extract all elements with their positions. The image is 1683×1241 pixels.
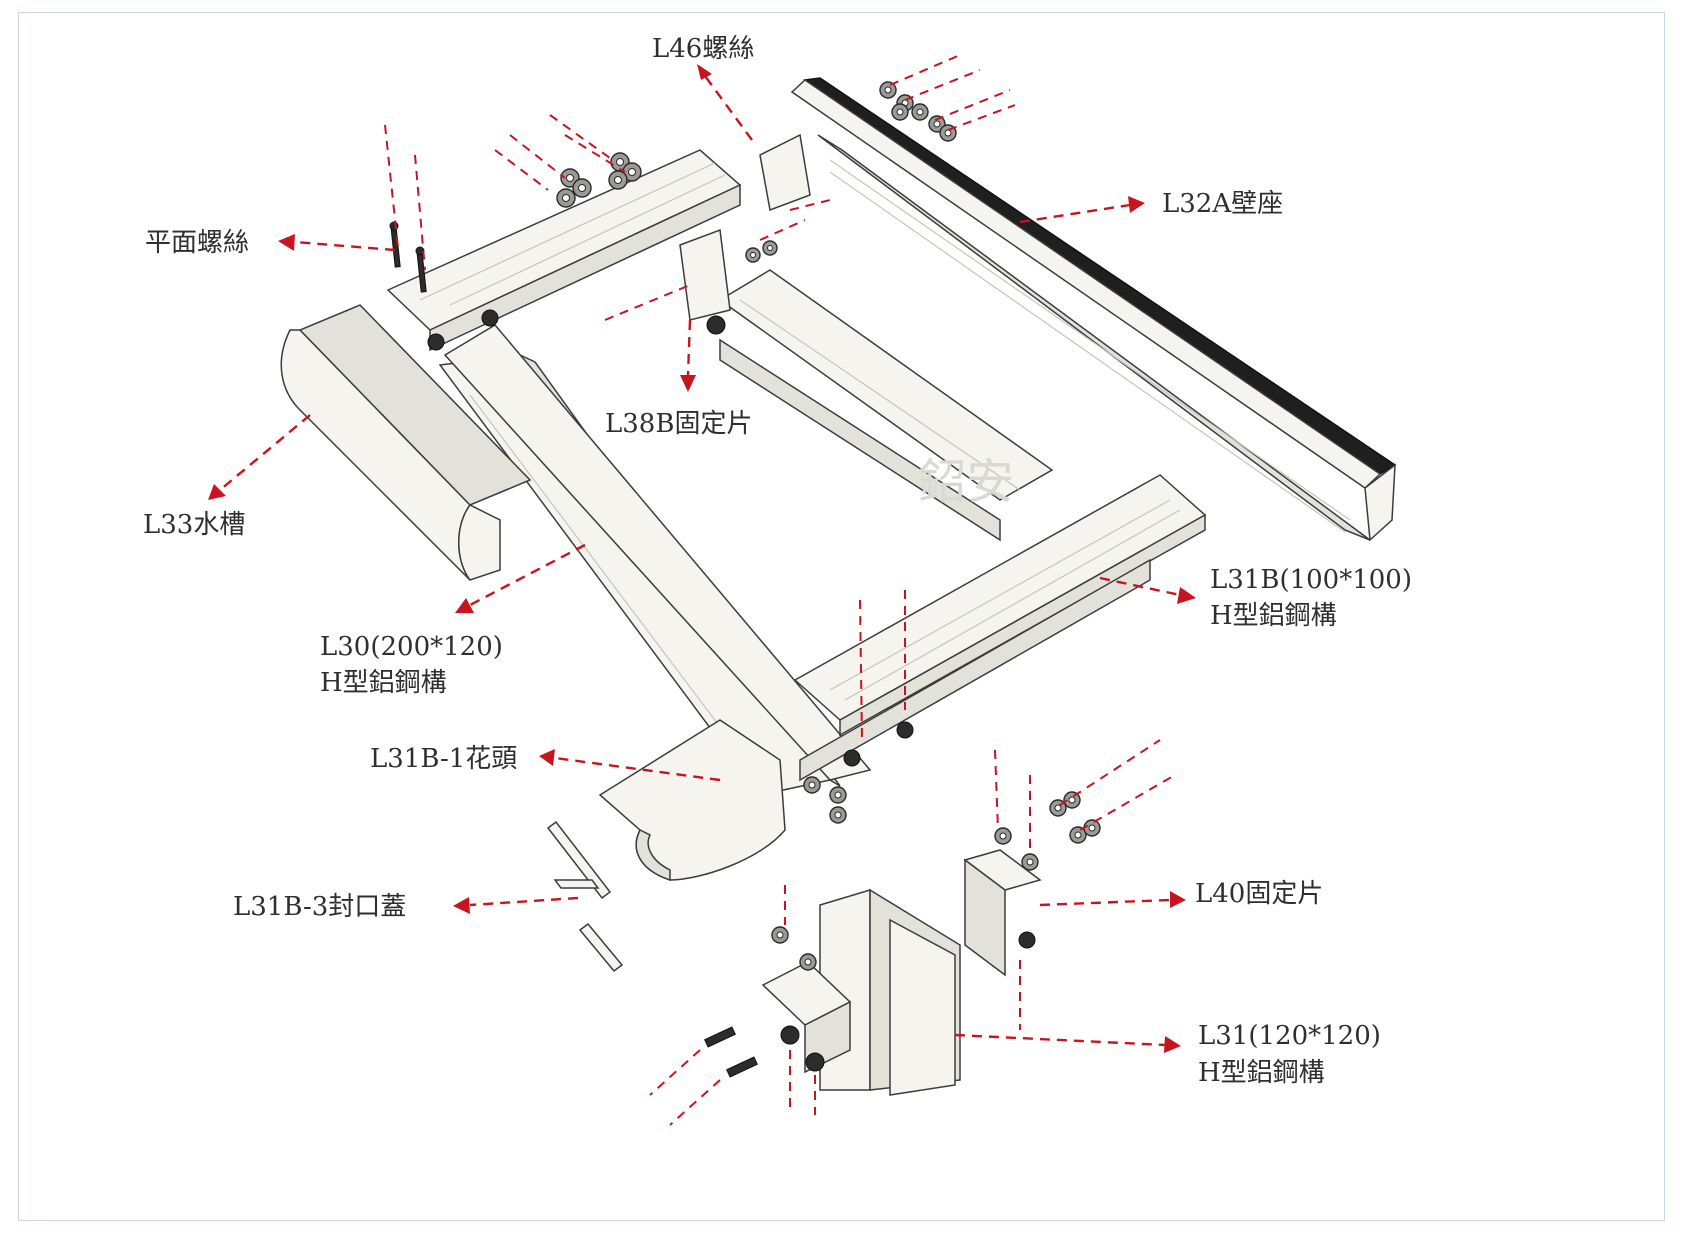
bolt-icon — [726, 1056, 758, 1078]
nut-icon — [1069, 826, 1087, 844]
bolt-icon — [805, 1052, 825, 1072]
bolt-icon — [1018, 931, 1036, 949]
nut-icon — [891, 103, 909, 121]
l31b-back-beam — [386, 149, 742, 352]
nut-icon — [1049, 799, 1067, 817]
bolts-group — [389, 221, 1036, 1078]
diagram-frame — [18, 12, 1665, 1221]
l31-post — [819, 888, 961, 1096]
alignment-lines — [384, 54, 1176, 1126]
nut-icon — [771, 926, 789, 944]
label-l32a-wall-mount: L32A壁座 — [1162, 189, 1283, 219]
nut-icon — [829, 786, 847, 804]
bolt-icon — [843, 749, 861, 767]
nut-icon — [745, 247, 761, 263]
bolt-icon — [896, 721, 914, 739]
l31b-1-flower-head — [598, 719, 786, 882]
nut-icon — [994, 827, 1012, 845]
bolt-icon — [415, 246, 427, 293]
l32a-wall-mount — [790, 77, 1397, 542]
label-l38b-fixing-plate: L38B固定片 — [605, 409, 752, 439]
nut-icon — [572, 178, 592, 198]
label-l31-size: L31(120*120) — [1198, 1021, 1381, 1051]
l31b-front-beam — [793, 474, 1207, 782]
nut-icon — [762, 240, 778, 256]
nut-icon — [829, 806, 847, 824]
bolt-icon — [706, 315, 726, 335]
bolt-icon — [481, 309, 499, 327]
l46-bracket — [679, 133, 811, 321]
label-l31b-1-flower-head: L31B-1花頭 — [370, 744, 517, 774]
l33-gutter — [280, 304, 532, 581]
bolt-icon — [704, 1026, 736, 1048]
label-l46-screw: L46螺絲 — [652, 34, 754, 64]
nut-icon — [803, 776, 821, 794]
label-l31b-type: H型鋁鋼構 — [1210, 601, 1337, 631]
bolt-icon — [427, 333, 445, 351]
label-l30-type: H型鋁鋼構 — [320, 668, 447, 698]
l30-main-beam — [438, 324, 872, 796]
nuts-group — [556, 81, 1101, 971]
label-l30-size: L30(200*120) — [320, 632, 503, 662]
label-flat-screw: 平面螺絲 — [145, 228, 249, 258]
nut-icon — [622, 162, 642, 182]
nut-icon — [879, 81, 897, 99]
nut-icon — [556, 188, 576, 208]
leader-lines — [208, 64, 1196, 1053]
nut-icon — [911, 103, 929, 121]
label-l40-fixing-plate: L40固定片 — [1195, 879, 1323, 909]
label-l33-gutter: L33水槽 — [143, 510, 245, 540]
bolt-icon — [780, 1025, 800, 1045]
watermark-text: 鉊安 — [918, 454, 1014, 510]
labels: L46螺絲 L32A壁座 平面螺絲 L38B固定片 L33水槽 L31B(100… — [143, 34, 1412, 1088]
l31b-middle-beam — [718, 269, 1054, 542]
l40-fixing-plate — [963, 849, 1042, 977]
nut-icon — [1021, 853, 1039, 871]
nut-icon — [1063, 791, 1081, 809]
nut-icon — [799, 953, 817, 971]
nut-icon — [608, 170, 628, 190]
l31b-3-end-cap — [546, 820, 624, 973]
label-l31-type: H型鋁鋼構 — [1198, 1058, 1325, 1088]
nut-icon — [1083, 819, 1101, 837]
label-l31b-size: L31B(100*100) — [1210, 565, 1412, 595]
label-l31b-3-end-cap: L31B-3封口蓋 — [233, 892, 406, 922]
